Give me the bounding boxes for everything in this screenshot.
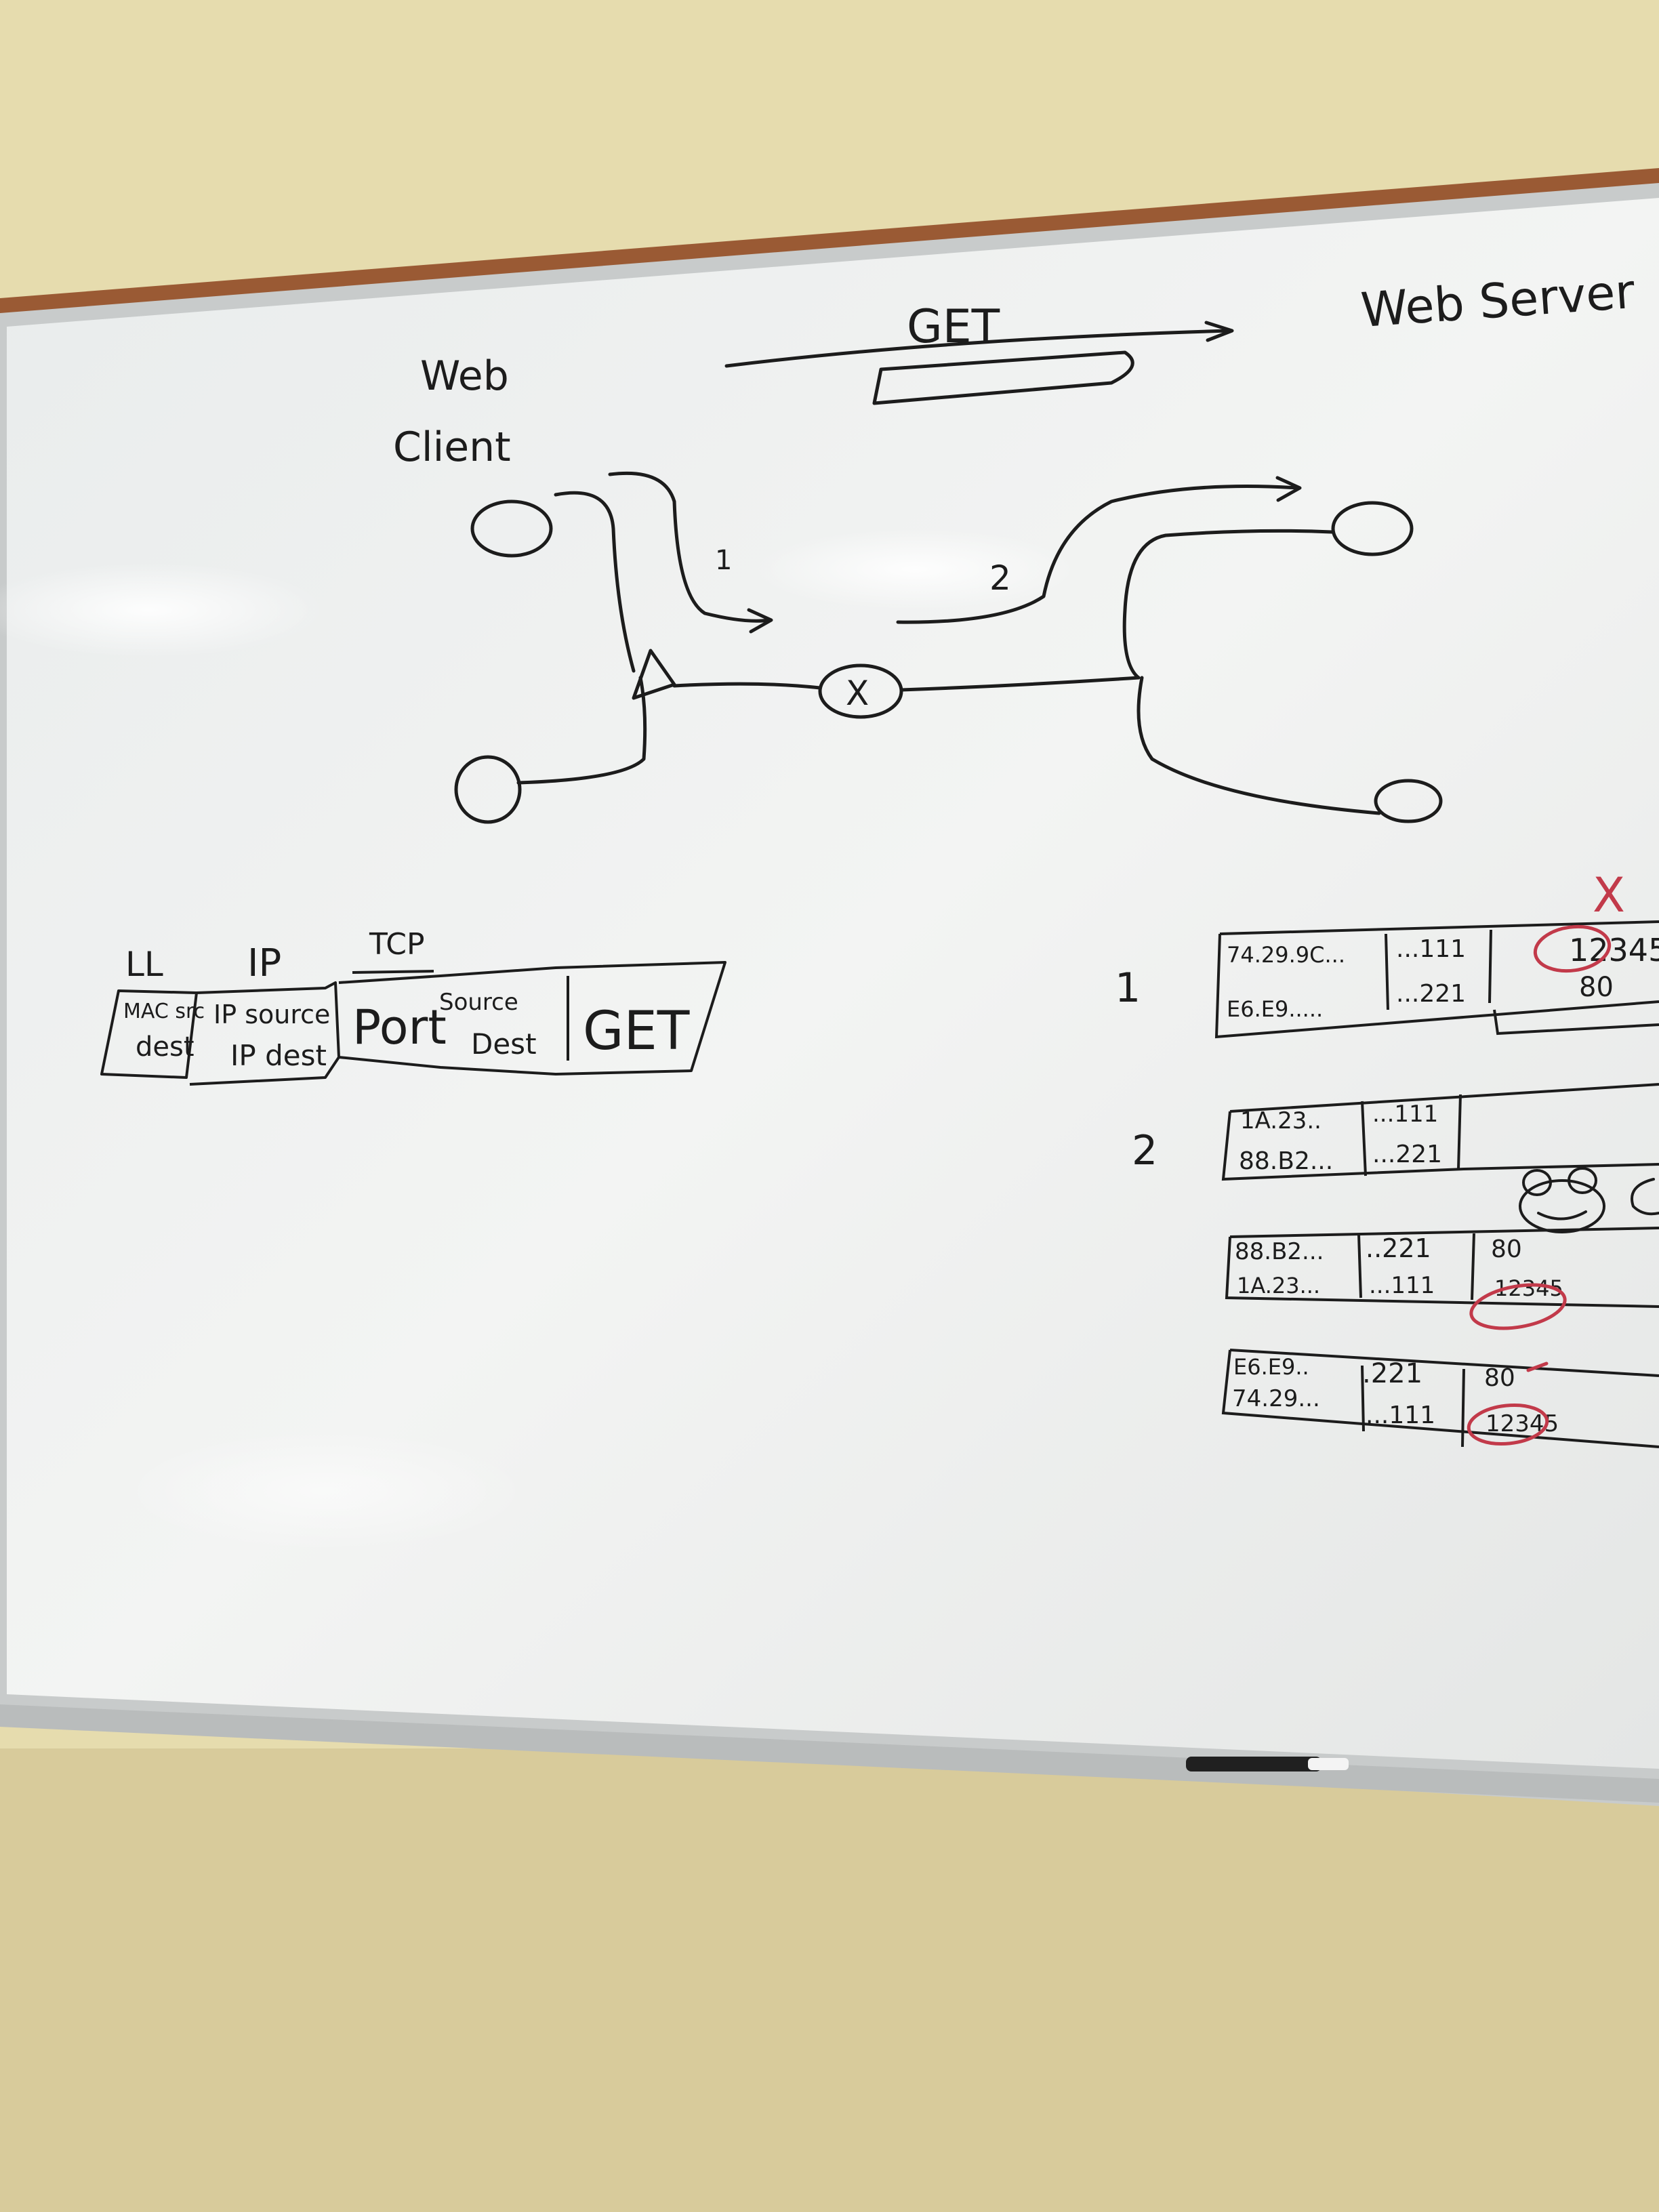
switch-node xyxy=(632,649,676,700)
marker-tray xyxy=(0,1704,1659,1803)
packet-outline xyxy=(100,989,198,1079)
nat-table: 1 2 74.29.9C... E6.E9... xyxy=(1115,867,1659,1448)
nat-port-top: 80 xyxy=(1484,1364,1515,1392)
nat-port-top: 12345 xyxy=(1569,932,1659,968)
path1-arrowhead xyxy=(747,608,773,634)
link xyxy=(1136,676,1381,815)
nat-divider xyxy=(1357,1234,1362,1298)
nat-mid-bottom: ...221 xyxy=(1396,980,1466,1008)
nat-row-border xyxy=(1229,1227,1659,1238)
frog-doodle xyxy=(1519,1167,1659,1233)
nat-mid-top: ...111 xyxy=(1372,1101,1438,1128)
layer-label-ll: LL xyxy=(125,945,163,984)
nat-mid-top: .221 xyxy=(1362,1358,1422,1389)
port-source-text: Source xyxy=(439,989,518,1016)
nat-row-box xyxy=(1214,933,1659,1039)
mac-src-text: MAC src xyxy=(123,1000,205,1023)
layer-label-ip: IP xyxy=(247,941,281,985)
web-client-label: Web xyxy=(420,352,509,400)
web-client-label: Client xyxy=(393,424,511,471)
nat-ip-bottom: E6.E9..... xyxy=(1227,996,1323,1022)
get-underline xyxy=(872,350,1134,405)
router-label: X xyxy=(846,674,869,713)
path2-arrowhead xyxy=(1275,476,1302,502)
get-label: GET xyxy=(907,300,1000,354)
packet-outline xyxy=(189,981,340,1086)
nat-mid-top: ...111 xyxy=(1396,935,1466,963)
red-circle xyxy=(1467,1404,1549,1446)
nat-ip-top: 88.B2... xyxy=(1235,1238,1324,1265)
payload-get-text: GET xyxy=(583,1001,690,1062)
nat-port-bottom: 80 xyxy=(1579,972,1614,1003)
nat-divider xyxy=(1471,1233,1475,1300)
get-arrowhead xyxy=(1204,321,1234,342)
server-node xyxy=(1331,501,1414,556)
nat-row-border xyxy=(1229,1349,1659,1377)
nat-row-box xyxy=(1221,1349,1659,1448)
nat-row-box xyxy=(1225,1236,1659,1308)
path1-arrow xyxy=(608,471,771,623)
nat-port-top: 80 xyxy=(1491,1235,1522,1263)
glare xyxy=(122,1430,529,1552)
red-circle xyxy=(1533,924,1612,973)
red-cross-mark: X xyxy=(1593,867,1625,923)
wall-lower xyxy=(0,1748,1659,2212)
mac-dest-text: dest xyxy=(136,1031,194,1063)
glare xyxy=(0,562,325,657)
path2-arrow xyxy=(896,485,1300,624)
nat-divider xyxy=(1361,1365,1365,1432)
server-node xyxy=(1374,779,1443,823)
nat-divider xyxy=(1361,1101,1367,1176)
link xyxy=(899,676,1141,692)
nat-row-border xyxy=(1229,1083,1659,1113)
nat-ip-bottom: 1A.23... xyxy=(1237,1273,1320,1298)
port-text: Port xyxy=(352,1000,447,1055)
nat-row-label: 2 xyxy=(1132,1127,1158,1174)
layer-label-tcp: TCP xyxy=(369,927,425,962)
link xyxy=(554,491,636,673)
nat-mid-bottom: ...221 xyxy=(1372,1141,1442,1168)
client-node xyxy=(454,755,522,824)
nat-bracket xyxy=(1493,1009,1659,1036)
port-dest-text: Dest xyxy=(471,1027,537,1061)
ip-dest-text: IP dest xyxy=(230,1039,327,1072)
packet-header xyxy=(100,961,726,1086)
get-arrow xyxy=(724,329,1232,368)
nat-divider xyxy=(1488,929,1492,1004)
nat-divider xyxy=(1385,933,1389,1010)
packet-header-text: LL IP TCP MAC src dest IP source IP dest… xyxy=(123,927,690,1072)
link xyxy=(516,676,647,785)
client-node xyxy=(470,499,553,558)
marker xyxy=(1186,1757,1349,1771)
red-circle xyxy=(1469,1283,1567,1330)
path2-label: 2 xyxy=(989,558,1011,598)
nat-ip-top: 1A.23.. xyxy=(1240,1107,1322,1134)
link xyxy=(672,682,822,690)
nat-ip-bottom: 74.29... xyxy=(1232,1385,1320,1412)
nat-divider xyxy=(1457,1094,1462,1170)
nat-ip-bottom: 88.B2... xyxy=(1239,1147,1333,1175)
whiteboard xyxy=(0,168,1659,1806)
nat-row-border xyxy=(1219,920,1659,935)
link xyxy=(1122,529,1334,680)
nat-mid-bottom: ...111 xyxy=(1366,1401,1435,1429)
board-surface xyxy=(7,198,1659,1769)
glare xyxy=(752,529,1078,610)
nat-ip-top: 74.29.9C... xyxy=(1227,942,1345,968)
nat-divider xyxy=(1461,1368,1465,1448)
red-tick xyxy=(1526,1361,1549,1372)
nat-row-label: 1 xyxy=(1115,964,1141,1012)
nat-ip-top: E6.E9.. xyxy=(1233,1354,1309,1380)
nat-mid-top: ..221 xyxy=(1366,1233,1431,1263)
path1-label: 1 xyxy=(715,545,732,576)
packet-outline xyxy=(338,961,726,1076)
network-diagram xyxy=(454,321,1443,824)
nat-row-box xyxy=(1221,1111,1659,1181)
packet-divider xyxy=(352,970,434,974)
ip-source-text: IP source xyxy=(213,1000,330,1029)
nat-mid-bottom: ...111 xyxy=(1369,1272,1435,1299)
